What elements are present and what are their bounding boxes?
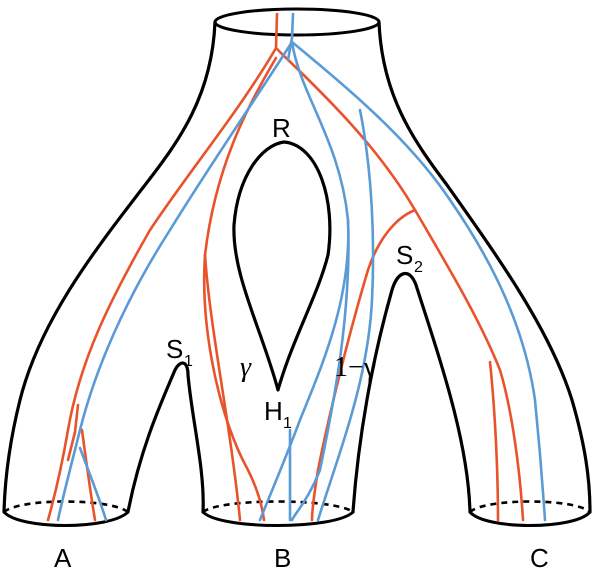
blue-paths — [56, 12, 547, 522]
rim-a-front — [2, 510, 130, 527]
top-label-r: R — [272, 113, 291, 143]
red-path-c-left — [488, 360, 500, 522]
saddle-s1-subscript: 1 — [184, 353, 193, 370]
rim-b-back — [202, 500, 354, 514]
saddle-s2-label: S — [396, 240, 413, 270]
blue-path-stem — [286, 12, 295, 62]
blue-path-center-b — [290, 218, 350, 522]
end-label-c: C — [530, 543, 549, 570]
red-path-left-spur — [66, 403, 80, 462]
red-path-b-left — [203, 253, 242, 522]
end-label-b: B — [274, 543, 291, 570]
blue-path-through-hole — [258, 40, 350, 522]
rim-b-front — [201, 510, 355, 527]
rim-c-back — [469, 500, 591, 514]
end-label-a: A — [54, 543, 72, 570]
blue-path-a-inner — [78, 446, 108, 522]
blue-path-right-inner — [316, 108, 375, 522]
top-rim — [213, 7, 381, 37]
blue-path-left-outer — [56, 40, 294, 522]
rim-a-back — [3, 500, 129, 514]
red-paths — [46, 12, 525, 522]
hole-h1-outline — [232, 140, 332, 392]
hole-h1-subscript: 1 — [283, 415, 292, 432]
saddle-s1-label: S — [166, 334, 183, 364]
saddle-s1-outline — [126, 361, 205, 514]
red-path-a-inner — [80, 428, 97, 522]
surface-outer-right — [377, 20, 592, 514]
red-path-right-upper — [281, 53, 525, 522]
surface-outer-left — [2, 20, 217, 514]
red-path-s2-branch — [310, 208, 417, 522]
weight-gamma-label: γ — [240, 352, 252, 383]
rim-c-front — [468, 510, 592, 527]
red-path-left-outer — [46, 46, 278, 522]
blue-path-right-outer — [290, 40, 547, 522]
hole-h1-label: H — [264, 396, 283, 426]
saddle-s2-subscript: 2 — [414, 259, 423, 276]
red-path-inner-left — [202, 56, 278, 522]
weight-one-minus-gamma-label: 1−γ — [334, 352, 376, 383]
saddle-s2-outline — [351, 272, 472, 514]
